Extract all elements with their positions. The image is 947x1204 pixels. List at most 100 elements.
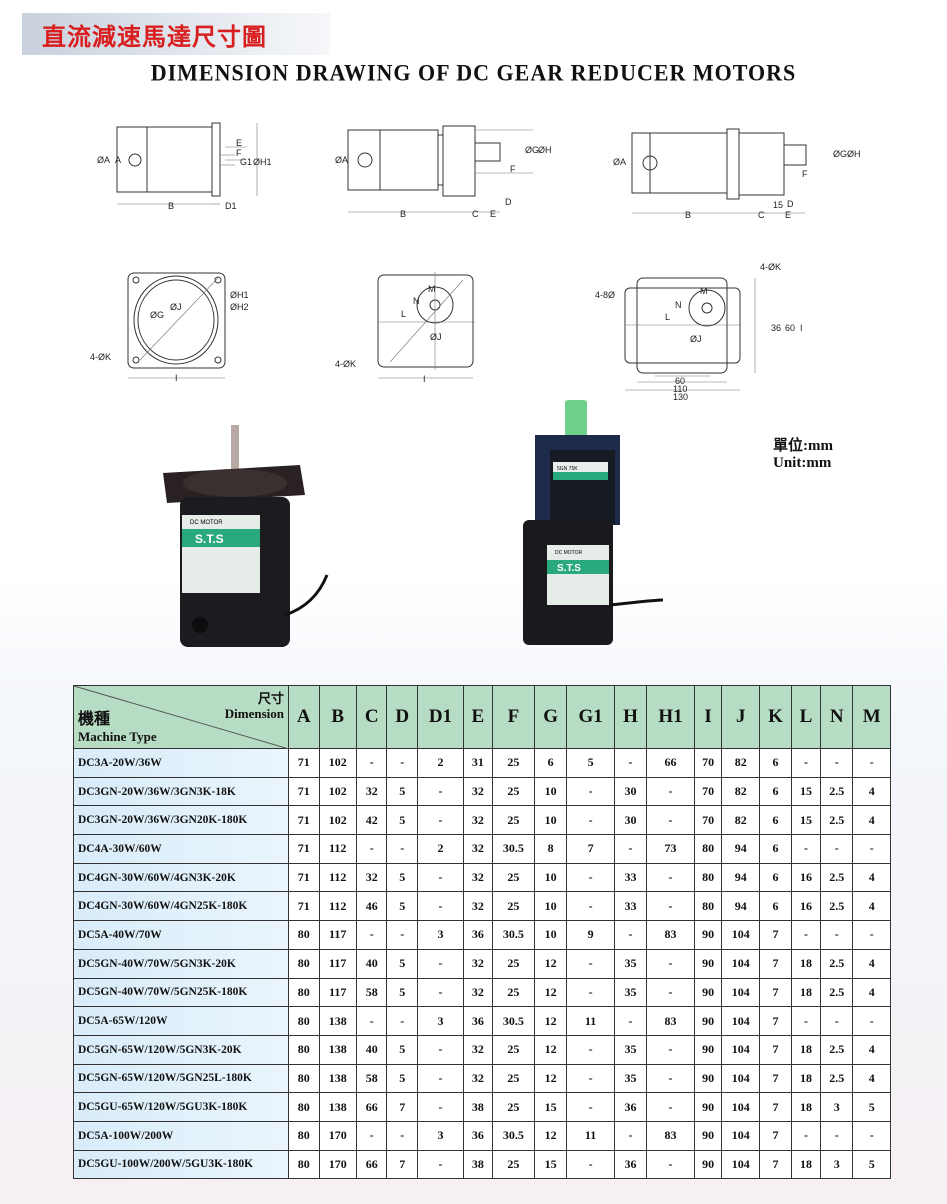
svg-text:E: E	[236, 138, 242, 148]
cell-m: -	[852, 920, 891, 950]
cell-j: 104	[721, 1034, 760, 1065]
cell-h1: 83	[646, 1006, 695, 1036]
cell-b: 117	[318, 920, 357, 950]
front-view-gear-motor-small: MNL ØJ4-ØKI	[335, 272, 475, 384]
cell-m: 4	[852, 1034, 891, 1065]
cell-e: 38	[462, 1149, 493, 1180]
cell-m: 5	[852, 1149, 891, 1180]
cell-h: 35	[613, 948, 648, 979]
svg-text:110: 110	[673, 384, 687, 394]
svg-text:4-8Ø: 4-8Ø	[595, 290, 615, 300]
cell-n: -	[819, 1120, 854, 1151]
machine-type-cell: DC4GN-30W/60W/4GN3K-20K	[73, 862, 289, 893]
cell-g: 12	[534, 1120, 568, 1151]
machine-type-cell: DC5GN-65W/120W/5GN3K-20K	[73, 1034, 289, 1065]
svg-text:M: M	[700, 286, 708, 296]
svg-text:D1: D1	[225, 201, 237, 211]
cell-f: 25	[491, 1034, 536, 1065]
cell-d1: -	[416, 977, 464, 1008]
cell-e: 32	[462, 977, 493, 1008]
cell-d: 5	[386, 1034, 418, 1065]
cell-d: 7	[386, 1149, 418, 1180]
cell-j: 82	[721, 805, 760, 836]
cell-h: 36	[613, 1092, 648, 1122]
cell-h: 35	[613, 1063, 648, 1094]
svg-text:ØA: ØA	[613, 157, 626, 167]
cell-n: 2.5	[819, 805, 854, 836]
cell-h: 30	[613, 776, 648, 807]
cell-e: 31	[462, 748, 493, 778]
svg-text:ØH: ØH	[538, 145, 552, 155]
cell-g1: 11	[566, 1120, 615, 1151]
cell-b: 112	[318, 891, 357, 922]
cell-e: 32	[462, 1034, 493, 1065]
cell-b: 117	[318, 948, 357, 979]
unit-en: Unit:mm	[773, 455, 832, 471]
cell-d1: 3	[416, 1006, 464, 1036]
column-header-k: K	[758, 685, 793, 749]
cell-a: 80	[288, 1034, 320, 1065]
svg-text:ØG: ØG	[525, 145, 539, 155]
cell-i: 90	[693, 920, 723, 950]
cell-c: 46	[355, 891, 388, 922]
cell-h1: 83	[646, 920, 695, 950]
svg-text:B: B	[168, 201, 174, 211]
cell-a: 71	[288, 862, 320, 893]
cell-m: -	[852, 834, 891, 864]
cell-h1: 73	[646, 834, 695, 864]
cell-d1: -	[416, 948, 464, 979]
cell-f: 25	[491, 977, 536, 1008]
cell-g: 12	[534, 1063, 568, 1094]
cell-f: 25	[491, 805, 536, 836]
cell-f: 25	[491, 1063, 536, 1094]
cell-c: -	[355, 1120, 388, 1151]
cell-n: 3	[819, 1149, 854, 1180]
cell-b: 138	[318, 1063, 357, 1094]
cell-n: -	[819, 748, 854, 778]
cell-g1: -	[566, 776, 615, 807]
cell-f: 25	[491, 948, 536, 979]
column-header-b: B	[318, 685, 357, 749]
cell-g: 10	[534, 862, 568, 893]
cell-n: 2.5	[819, 776, 854, 807]
svg-text:G1: G1	[240, 157, 252, 167]
cell-l: 16	[791, 891, 821, 922]
cell-a: 80	[288, 1006, 320, 1036]
cell-f: 30.5	[491, 1006, 536, 1036]
cell-e: 36	[462, 920, 493, 950]
svg-text:ØA: ØA	[335, 155, 348, 165]
cell-d: -	[386, 920, 418, 950]
svg-text:ØJ: ØJ	[430, 332, 442, 342]
cell-d1: -	[416, 1092, 464, 1122]
svg-text:L: L	[401, 309, 406, 319]
cell-h: 36	[613, 1149, 648, 1180]
cell-e: 32	[462, 1063, 493, 1094]
cell-h: 35	[613, 977, 648, 1008]
cell-c: 32	[355, 862, 388, 893]
cell-g: 10	[534, 805, 568, 836]
cell-n: 2.5	[819, 948, 854, 979]
cell-k: 7	[758, 1120, 793, 1151]
cell-h1: -	[646, 891, 695, 922]
cell-b: 138	[318, 1092, 357, 1122]
cell-d1: 2	[416, 834, 464, 864]
cell-c: 42	[355, 805, 388, 836]
cell-h1: 66	[646, 748, 695, 778]
column-header-e: E	[462, 685, 493, 749]
machine-type-cell: DC4A-30W/60W	[73, 834, 289, 864]
cell-a: 80	[288, 1120, 320, 1151]
cell-m: 4	[852, 977, 891, 1008]
cell-l: -	[791, 920, 821, 950]
column-header-h1: H1	[646, 685, 695, 749]
cell-f: 25	[491, 1149, 536, 1180]
cell-j: 104	[721, 977, 760, 1008]
cell-c: -	[355, 748, 388, 778]
svg-text:D: D	[505, 197, 512, 207]
svg-text:M: M	[428, 284, 436, 294]
svg-text:S.T.S: S.T.S	[195, 532, 224, 546]
svg-text:ØH: ØH	[847, 149, 861, 159]
